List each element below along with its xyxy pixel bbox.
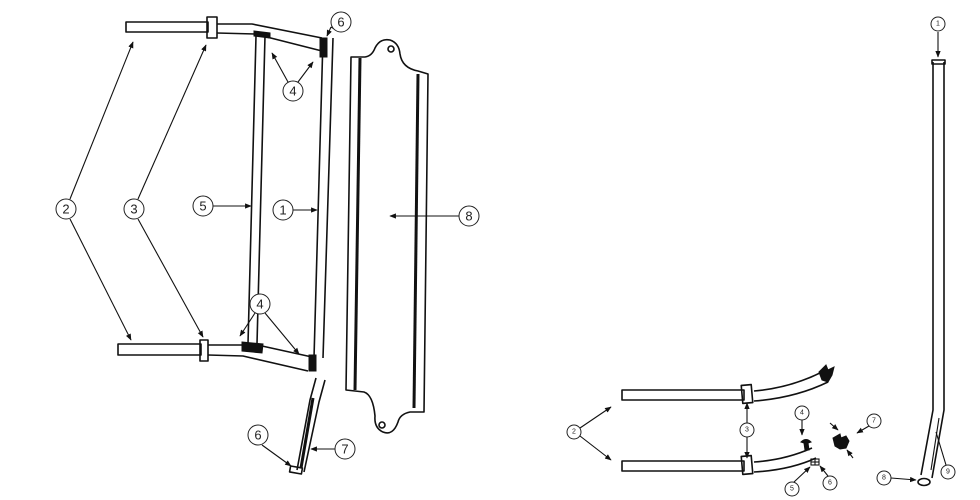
callout-label: 9 [946, 469, 950, 476]
long-tube [917, 59, 946, 487]
bolt-4 [800, 439, 812, 451]
callout-label: 8 [465, 209, 472, 224]
callout-r4: 4 [794, 405, 810, 421]
mesh-part-6 [810, 458, 820, 466]
callout-label: 2 [62, 202, 69, 217]
callout-8: 8 [458, 205, 480, 227]
callout-r1: 1 [930, 16, 946, 32]
foot-cap-8 [917, 477, 931, 487]
panel-8 [345, 38, 429, 434]
tube-1 [313, 37, 334, 359]
callout-1: 1 [272, 199, 294, 221]
callout-2: 2 [55, 198, 77, 220]
callout-r2: 2 [566, 424, 582, 440]
callout-label: 4 [256, 297, 263, 312]
callout-r9: 9 [940, 464, 956, 480]
right-leader-lines [579, 32, 947, 483]
callout-label: 1 [936, 21, 940, 28]
callout-4-bottom: 4 [249, 293, 271, 315]
right-assembly-view: 1 2 3 4 7 5 6 8 9 [566, 16, 956, 497]
callout-label: 4 [289, 84, 296, 99]
bottom-clip-left [241, 341, 264, 354]
callout-label: 4 [800, 410, 804, 417]
bottom-clip-right [308, 354, 317, 372]
callout-5: 5 [192, 195, 214, 217]
lower-tube-7 [288, 377, 326, 475]
top-handle-bar [125, 16, 328, 58]
callout-label: 5 [199, 199, 206, 214]
callout-label: 5 [790, 486, 794, 493]
callout-label: 8 [882, 475, 886, 482]
callout-label: 7 [872, 418, 876, 425]
top-clip-left [253, 30, 271, 39]
callout-r7: 7 [866, 413, 882, 429]
bottom-collar [199, 339, 209, 362]
upper-bar [621, 364, 835, 405]
callout-7: 7 [334, 438, 356, 460]
lower-bar [621, 447, 820, 476]
callout-label: 6 [828, 480, 832, 487]
callout-label: 6 [337, 15, 344, 30]
callout-r3: 3 [739, 422, 755, 438]
callout-label: 1 [279, 203, 286, 218]
leader-lines [69, 26, 459, 467]
callout-label: 3 [130, 202, 137, 217]
callout-r8: 8 [876, 470, 892, 486]
tube-5 [247, 35, 266, 345]
callout-label: 7 [341, 442, 348, 457]
callout-r5: 5 [784, 481, 800, 497]
bottom-handle-bar [117, 339, 317, 372]
callout-label: 2 [572, 429, 576, 436]
callout-6-bottom: 6 [247, 424, 269, 446]
end-cap-7 [832, 433, 850, 450]
callout-6-top: 6 [330, 11, 352, 33]
callout-3: 3 [123, 198, 145, 220]
callout-4-top: 4 [282, 80, 304, 102]
callout-r6: 6 [822, 475, 838, 491]
top-collar [206, 16, 218, 39]
callout-label: 3 [745, 427, 749, 434]
callout-label: 6 [254, 428, 261, 443]
left-assembly-view: 6 4 2 3 5 1 8 4 6 7 [55, 11, 480, 475]
